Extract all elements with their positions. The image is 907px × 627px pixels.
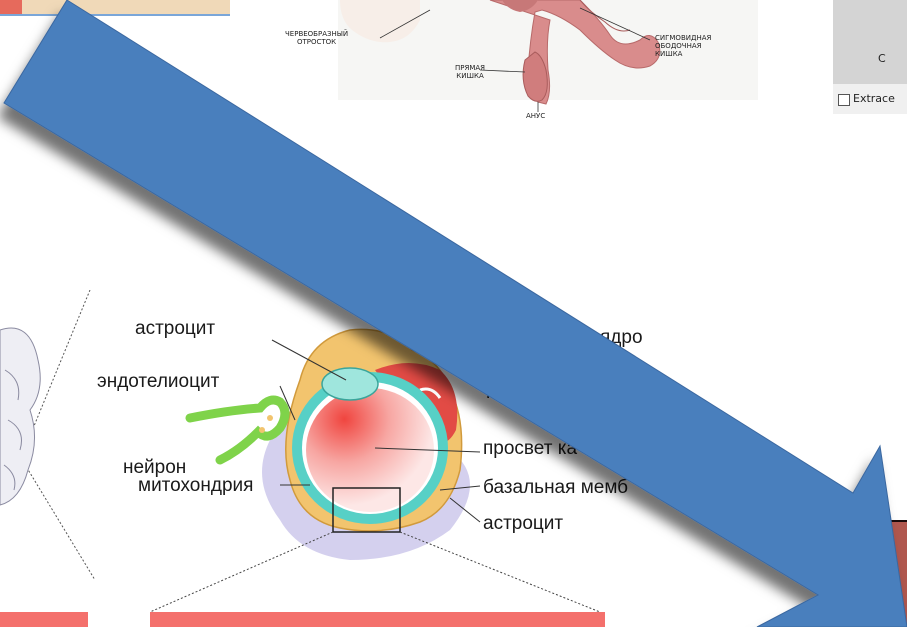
arrow-icon bbox=[4, 0, 907, 627]
